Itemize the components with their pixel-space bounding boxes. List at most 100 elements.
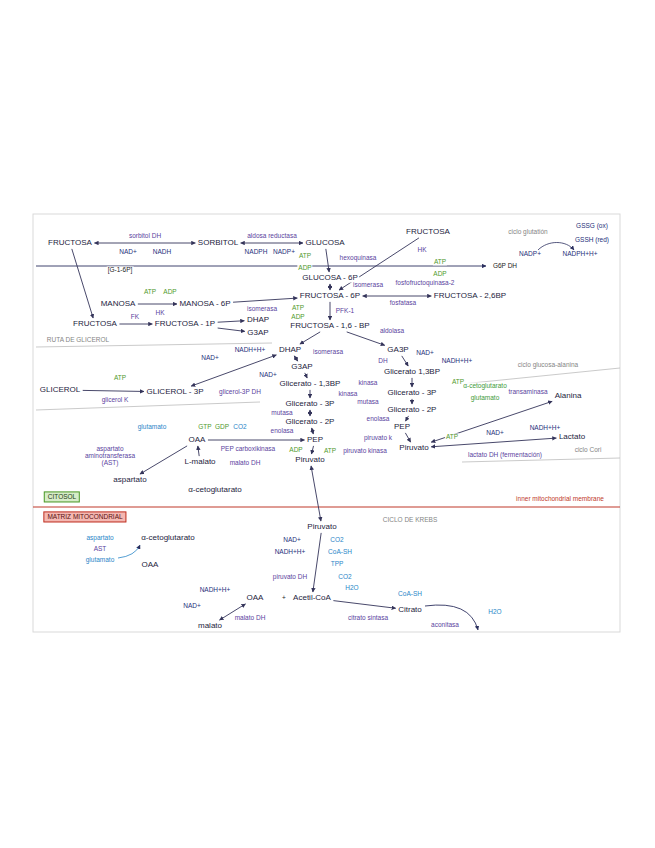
cofactor-label: NADP+ (518, 250, 542, 257)
metabolite-node: FRUCTOSA - 1P (154, 320, 216, 329)
metabolite-node: α-cetoglutarato (187, 486, 243, 495)
sheet-outline (33, 214, 620, 632)
region-label: ciclo glucosa-alanina (517, 361, 579, 368)
reaction-arrow (140, 446, 187, 474)
node-text: FRUCTOSA (406, 228, 450, 237)
energy-label: ADP (432, 270, 447, 277)
cosubstrate-label: glutamato (470, 394, 501, 401)
metabolite-node: Glicerato - 2P (285, 418, 336, 427)
reaction-arrow (138, 304, 177, 305)
energy-label: GDP (214, 423, 230, 430)
region-border (36, 402, 260, 410)
metabolite-node: G3AP (246, 329, 269, 338)
reaction-arrow (405, 433, 410, 442)
enzyme-label: aconitasa (430, 621, 460, 628)
node-text: MANOSA (101, 300, 136, 309)
reaction-arrow (119, 324, 152, 325)
cycle-arrow (425, 605, 478, 630)
reaction-arrow (198, 446, 199, 456)
reaction-arrow (312, 428, 314, 434)
node-text: Glicerato - 3P (286, 400, 335, 409)
metabolite-node: Glicerato - 3P (387, 389, 438, 398)
metabolite-node: GLUCOSA - 6P (301, 274, 359, 283)
cosubstrate-label: H2O (487, 608, 502, 615)
energy-label: ATP (445, 433, 459, 440)
cofactor-label: NAD+ (415, 349, 435, 356)
cosubstrate-label: CoA-SH (397, 590, 423, 597)
metabolite-node: Alanina (554, 392, 583, 401)
metabolite-node: SORBITOL (197, 239, 239, 248)
reaction-arrow (218, 321, 245, 322)
energy-label: ADP (290, 313, 305, 320)
enzyme-label: isomerasa (312, 348, 344, 355)
metabolite-node: GSSG (ox) (575, 222, 609, 229)
metabolite-node: malato (197, 622, 223, 631)
cofactor-label: NADH+H+ (234, 346, 267, 353)
node-text: Citrato (398, 606, 422, 615)
node-text: Piruvato (295, 456, 324, 465)
node-text: FRUCTOSA (48, 239, 92, 248)
metabolite-node: Lactato (558, 433, 586, 442)
node-text: α-cetoglutarato (188, 486, 242, 495)
cofactor-label: NADH+H+ (441, 357, 474, 364)
node-text: OAA (189, 436, 206, 445)
metabolite-node: Piruvato (398, 444, 429, 453)
cofactor-label: NAD+ (118, 248, 138, 255)
energy-label: ATP (291, 304, 305, 311)
enzyme-label: aspartato aminotransferasa (AST) (78, 445, 142, 466)
metabolite-node: Citrato (397, 606, 423, 615)
enzyme-label: glicerol-3P DH (218, 388, 262, 395)
metabolite-node: FRUCTOSA - 2,6BP (433, 292, 507, 301)
node-text: GSSH (red) (575, 236, 609, 243)
metabolite-node: FRUCTOSA - 1,6 - BP (289, 322, 370, 331)
enzyme-label: aldosa reductasa (246, 232, 298, 239)
enzyme-label: DH (377, 357, 388, 364)
enzyme-label: FK (130, 313, 140, 320)
node-text: GLUCOSA - 6P (302, 274, 358, 283)
cofactor-label: NAD+ (200, 354, 220, 361)
node-text: GLICEROL - 3P (146, 388, 203, 397)
reaction-arrow (300, 332, 320, 344)
reaction-arrow (412, 399, 413, 404)
enzyme-label: malato DH (234, 614, 267, 621)
reaction-arrow (310, 410, 311, 416)
cosubstrate-label: CO2 (329, 536, 344, 543)
energy-label: ATP (143, 288, 157, 295)
enzyme-label: mutasa (356, 398, 379, 405)
cofactor-label: NAD+ (485, 429, 505, 436)
node-text: PEP (307, 436, 323, 445)
reaction-arrow (402, 356, 408, 366)
cosubstrate-label: aspartato (85, 534, 114, 541)
node-text: FRUCTOSA (73, 320, 117, 329)
enzyme-label: piruvato DH (272, 573, 308, 580)
reaction-arrow (326, 249, 329, 272)
reaction-arrow (241, 243, 303, 244)
region-label: ciclo glutatión (507, 228, 548, 235)
metabolite-node: GLICEROL (39, 386, 81, 395)
metabolite-node: MANOSA (100, 300, 137, 309)
enzyme-label: enolasa (366, 415, 391, 422)
reaction-arrow (313, 533, 321, 592)
energy-label: ATP (323, 447, 337, 454)
node-text: DHAP (279, 346, 301, 355)
cofactor-label: NADPH (244, 248, 269, 255)
node-text: L-malato (184, 458, 215, 467)
metabolite-node: G3AP (290, 363, 313, 372)
node-text: CITOSOL (48, 493, 76, 500)
reaction-arrow (305, 373, 307, 378)
cofactor-label: NAD+ (282, 536, 302, 543)
enzyme-label: lactato DH (fermentación) (467, 451, 543, 458)
connector-group (72, 238, 557, 620)
note-label: + (281, 594, 287, 601)
energy-label: ATP (433, 258, 447, 265)
node-text: MATRIZ MITOCONDRIAL (47, 513, 122, 520)
enzyme-label: isomerasa (246, 305, 278, 312)
node-text: MANOSA - 6P (179, 300, 230, 309)
node-text: Piruvato (307, 523, 336, 532)
reaction-arrow (405, 416, 408, 421)
enzyme-label: hexoquinasa (339, 254, 378, 261)
metabolite-node: OAA (141, 561, 160, 570)
metabolite-node: Glicerato - 1,3BP (279, 380, 342, 389)
enzyme-label: malato DH (229, 459, 262, 466)
